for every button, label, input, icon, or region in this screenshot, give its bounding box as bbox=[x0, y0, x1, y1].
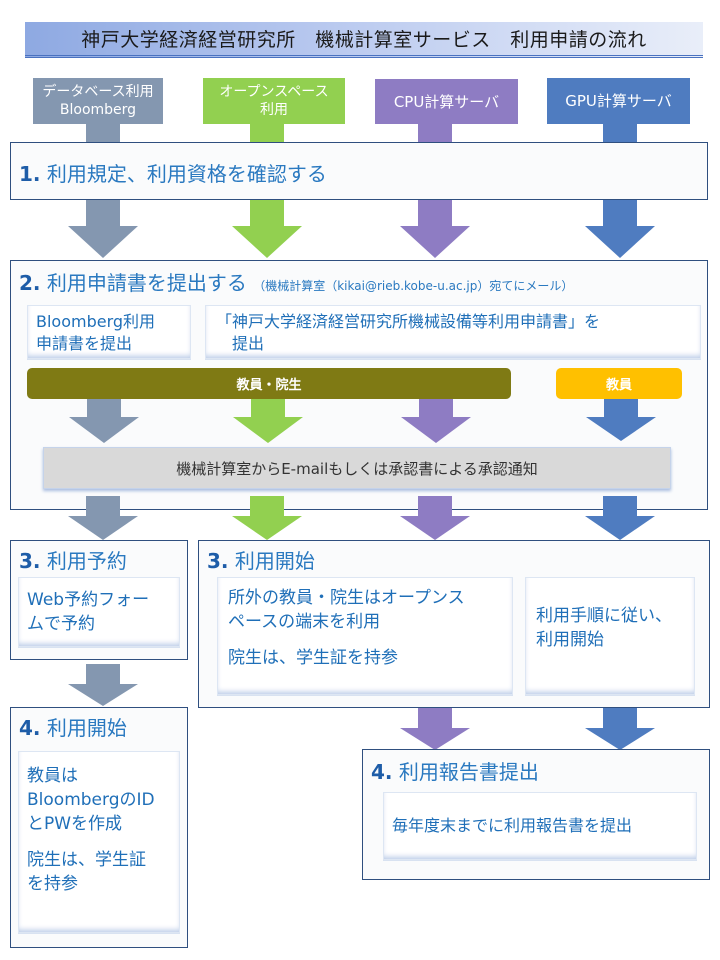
approval-notice-text: 機械計算室からE-mailもしくは承認書による承認通知 bbox=[176, 459, 538, 478]
arrow-openspace-1-2 bbox=[232, 200, 302, 258]
step4-start-title: 利用開始 bbox=[46, 716, 127, 740]
step4-report-heading: 4. 利用報告書提出 bbox=[371, 756, 539, 785]
bloomberg-account-line2: BloombergのID bbox=[27, 790, 155, 810]
stem-gpu-1 bbox=[603, 124, 637, 144]
stem-cpu-1 bbox=[418, 124, 452, 144]
step4-start-number: 4. bbox=[19, 716, 41, 740]
step2-email-note: （機械計算室（kikai@rieb.kobe-u.ac.jp）宛てにメール） bbox=[253, 279, 574, 293]
band-faculty-students-label: 教員・院生 bbox=[236, 378, 302, 393]
category-openspace-line1: オープンスペース bbox=[219, 84, 329, 100]
step3-start-title: 利用開始 bbox=[234, 549, 315, 573]
openspace-usage-box: 所外の教員・院生はオープンス ペースの端末を利用 院生は、学生証を持参 bbox=[217, 577, 513, 695]
annual-report-text: 毎年度末までに利用報告書を提出 bbox=[392, 816, 633, 835]
web-reservation-line1: Web予約フォー bbox=[27, 590, 150, 610]
step1-title: 利用規定、利用資格を確認する bbox=[46, 162, 327, 186]
step4-start-box: 4. 利用開始 教員は BloombergのID とPWを作成 院生は、学生証 … bbox=[10, 707, 188, 948]
category-gpu-label: GPU計算サーバ bbox=[565, 92, 672, 110]
bloomberg-form-line2: 申請書を提出 bbox=[36, 334, 133, 353]
arrow-cpu-band-notice bbox=[401, 399, 471, 443]
category-cpu-label: CPU計算サーバ bbox=[393, 92, 500, 111]
arrow-gpu-band-notice bbox=[586, 399, 656, 441]
arrow-cpu-1-2 bbox=[400, 200, 470, 258]
category-database-line1: データベース利用 bbox=[42, 84, 154, 100]
arrow-openspace-band-notice bbox=[233, 399, 303, 443]
page-title-text: 神戸大学経済経営研究所 機械計算室サービス 利用申請の流れ bbox=[81, 29, 647, 51]
bloomberg-account-line3: とPWを作成 bbox=[27, 814, 123, 834]
openspace-usage-line2: ペースの端末を利用 bbox=[228, 612, 381, 632]
rieb-form-line1: 「神戸大学経済経営研究所機械設備等利用申請書」を bbox=[216, 312, 601, 331]
category-database-line2: Bloomberg bbox=[59, 102, 137, 118]
category-gpu: GPU計算サーバ bbox=[547, 78, 690, 124]
server-usage-line1: 利用手順に従い、 bbox=[536, 606, 672, 626]
rieb-form-line2: 提出 bbox=[232, 334, 265, 353]
arrow-database-band-notice bbox=[69, 399, 139, 443]
step2-number: 2. bbox=[19, 271, 41, 295]
server-usage-line2: 利用開始 bbox=[536, 630, 604, 650]
server-usage-box: 利用手順に従い、 利用開始 bbox=[525, 577, 695, 695]
step2-inner-arrows bbox=[69, 399, 656, 443]
step3-start-heading: 3. 利用開始 bbox=[207, 545, 315, 574]
bloomberg-account-line1: 教員は bbox=[27, 766, 78, 786]
step3-reserve-number: 3. bbox=[19, 549, 41, 573]
category-cpu: CPU計算サーバ bbox=[375, 79, 518, 124]
category-openspace-line2: 利用 bbox=[260, 102, 288, 118]
step2-heading: 2. 利用申請書を提出する （機械計算室（kikai@rieb.kobe-u.a… bbox=[19, 267, 573, 296]
openspace-usage-line3: 院生は、学生証を持参 bbox=[228, 648, 398, 668]
band-faculty: 教員 bbox=[556, 368, 682, 399]
annual-report-box: 毎年度末までに利用報告書を提出 bbox=[383, 792, 697, 860]
page-title: 神戸大学経済経営研究所 機械計算室サービス 利用申請の流れ bbox=[25, 22, 703, 58]
step4-report-box: 4. 利用報告書提出 毎年度末までに利用報告書を提出 bbox=[362, 749, 710, 880]
category-openspace: オープンスペース 利用 bbox=[203, 78, 345, 124]
bloomberg-form-line1: Bloomberg利用 bbox=[36, 312, 156, 331]
step4-start-heading: 4. 利用開始 bbox=[19, 712, 127, 741]
bloomberg-account-box: 教員は BloombergのID とPWを作成 院生は、学生証 を持参 bbox=[18, 751, 180, 933]
step2-title: 利用申請書を提出する bbox=[46, 271, 247, 295]
arrow-gpu-1-2 bbox=[585, 200, 655, 258]
step1-box: 1. 利用規定、利用資格を確認する bbox=[10, 142, 708, 200]
bloomberg-form-box: Bloomberg利用 申請書を提出 bbox=[27, 305, 191, 359]
approval-notice: 機械計算室からE-mailもしくは承認書による承認通知 bbox=[43, 447, 671, 489]
step4-report-number: 4. bbox=[371, 760, 393, 784]
arrow-database-1-2 bbox=[68, 200, 138, 258]
step3-reserve-box: 3. 利用予約 Web予約フォー ムで予約 bbox=[10, 540, 188, 660]
stem-database-1 bbox=[86, 124, 120, 144]
step3-reserve-title: 利用予約 bbox=[46, 549, 127, 573]
step2-box: 2. 利用申請書を提出する （機械計算室（kikai@rieb.kobe-u.a… bbox=[10, 260, 708, 510]
band-faculty-students: 教員・院生 bbox=[27, 368, 511, 399]
openspace-usage-line1: 所外の教員・院生はオープンス bbox=[228, 588, 465, 608]
rieb-form-box: 「神戸大学経済経営研究所機械設備等利用申請書」を 提出 bbox=[205, 305, 701, 359]
category-database: データベース利用 Bloomberg bbox=[33, 78, 163, 124]
web-reservation-line2: ムで予約 bbox=[27, 614, 95, 634]
stem-openspace-1 bbox=[250, 124, 284, 144]
bloomberg-account-line5: を持参 bbox=[27, 874, 78, 894]
step3-start-box: 3. 利用開始 所外の教員・院生はオープンス ペースの端末を利用 院生は、学生証… bbox=[198, 540, 710, 708]
step3-reserve-heading: 3. 利用予約 bbox=[19, 545, 127, 574]
web-reservation-box: Web予約フォー ムで予約 bbox=[18, 577, 180, 647]
step1-heading: 1. 利用規定、利用資格を確認する bbox=[19, 158, 327, 187]
step1-number: 1. bbox=[19, 162, 41, 186]
bloomberg-account-line4: 院生は、学生証 bbox=[27, 850, 146, 870]
step3-start-number: 3. bbox=[207, 549, 229, 573]
step4-report-title: 利用報告書提出 bbox=[398, 760, 539, 784]
band-faculty-label: 教員 bbox=[605, 378, 632, 393]
